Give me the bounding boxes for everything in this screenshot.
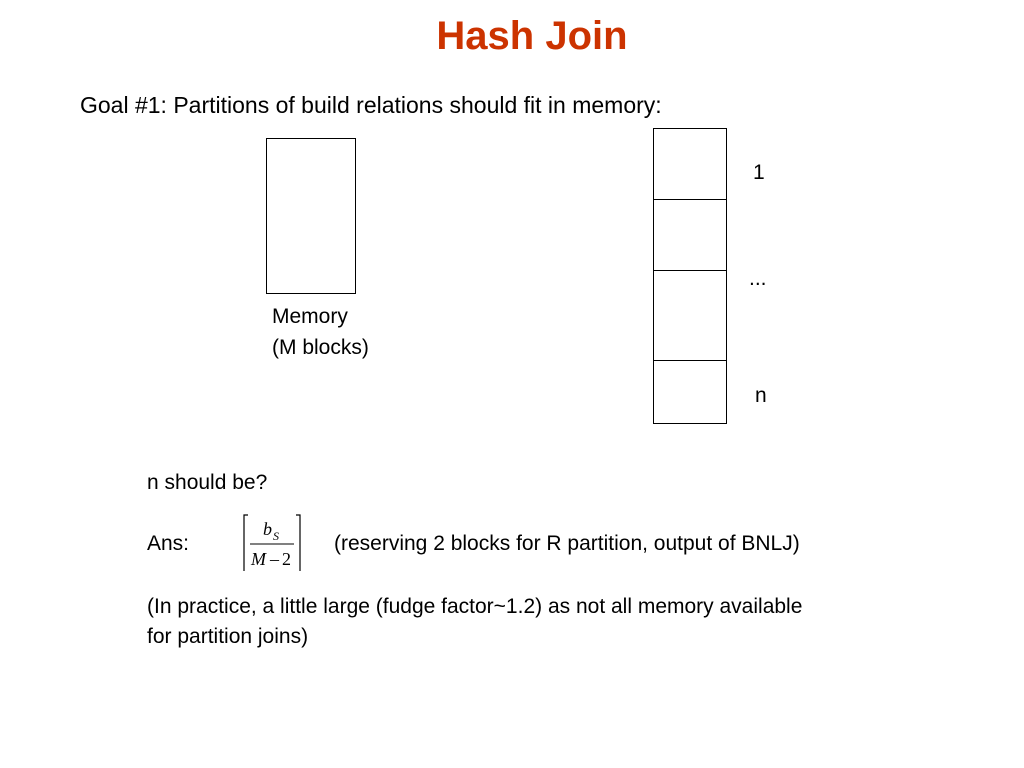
memory-label: Memory (M blocks)	[272, 301, 369, 363]
ceiling-bracket-right	[296, 514, 301, 571]
denominator-operator: –	[269, 549, 280, 569]
partition-block	[654, 361, 726, 423]
question-text: n should be?	[147, 471, 268, 494]
answer-note: (reserving 2 blocks for R partition, out…	[334, 532, 800, 555]
denominator-constant: 2	[282, 549, 291, 569]
practice-note-line-1: (In practice, a little large (fudge fact…	[147, 595, 803, 618]
partition-label-ellipsis: ...	[749, 267, 767, 290]
partition-label-first: 1	[753, 161, 765, 184]
partition-block	[654, 129, 726, 200]
ceiling-bracket-left	[243, 514, 248, 571]
partition-stack	[653, 128, 727, 424]
answer-prefix: Ans:	[147, 532, 190, 555]
practice-note-line-2: for partition joins)	[147, 625, 309, 648]
ceiling-fraction-formula: b S M – 2	[240, 513, 304, 573]
partition-block	[654, 271, 726, 361]
memory-box	[266, 138, 356, 294]
memory-label-title: Memory	[272, 305, 348, 328]
numerator-subscript: S	[273, 529, 279, 543]
slide-title: Hash Join	[436, 14, 628, 58]
partition-label-last: n	[755, 384, 767, 407]
denominator-variable: M	[250, 549, 267, 569]
memory-label-blocks: (M blocks)	[272, 336, 369, 359]
goal-statement: Goal #1: Partitions of build relations s…	[80, 92, 662, 118]
partition-block	[654, 200, 726, 271]
numerator-base: b	[263, 519, 272, 539]
